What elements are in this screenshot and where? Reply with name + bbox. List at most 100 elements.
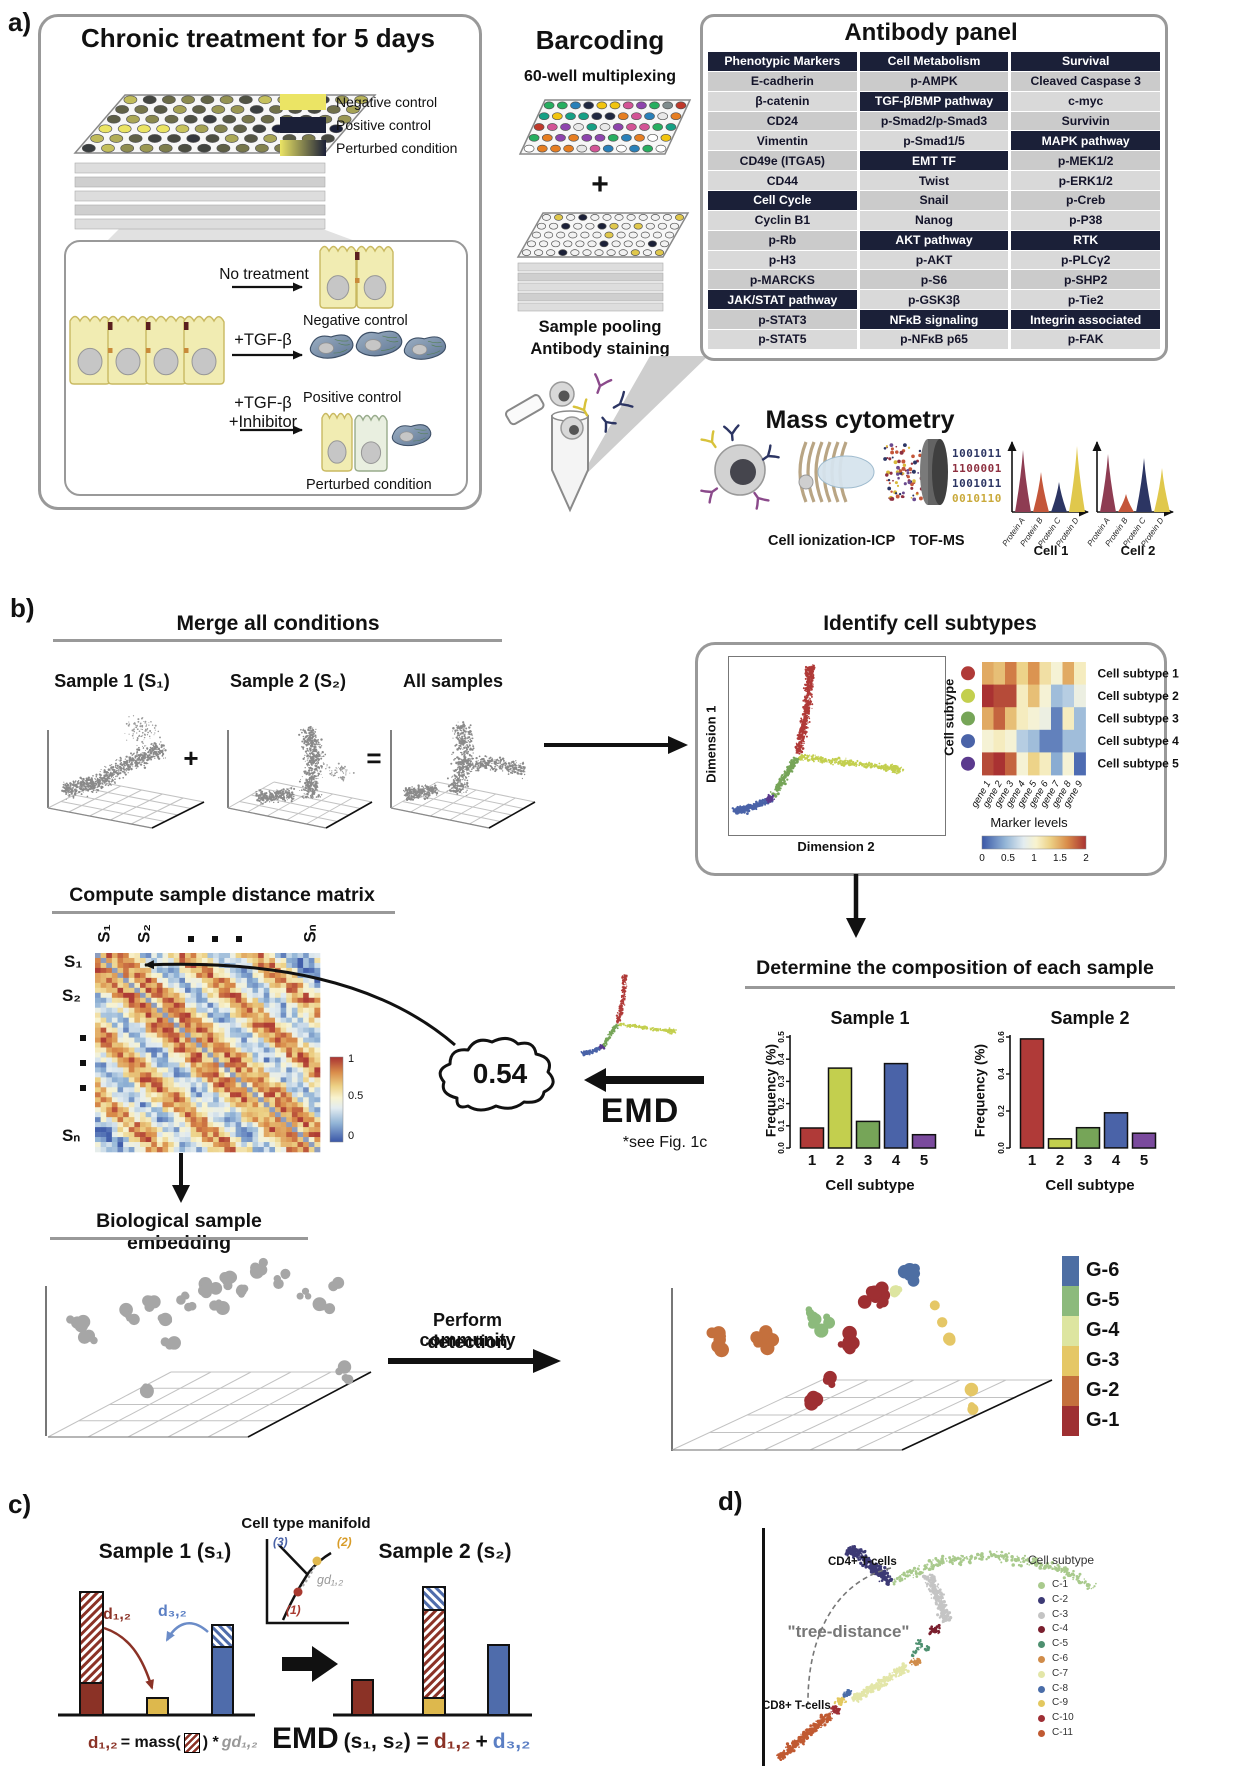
ion-dot: [897, 459, 901, 464]
point: [308, 769, 311, 772]
point: [95, 775, 98, 778]
well: [539, 240, 549, 248]
point: [741, 808, 745, 811]
point: [819, 758, 823, 762]
matrix-cell: [134, 962, 141, 969]
point: [451, 753, 453, 756]
point: [461, 774, 464, 778]
point: [513, 770, 515, 772]
point: [477, 764, 480, 767]
point: [518, 764, 519, 766]
point: [152, 752, 155, 755]
point: [136, 745, 138, 747]
point: [133, 728, 135, 730]
matrix-cell: [111, 957, 118, 964]
heatmap-cell: [982, 662, 994, 685]
matrix-cell: [179, 953, 186, 959]
point: [779, 787, 781, 789]
point: [802, 755, 805, 758]
point: [308, 776, 312, 780]
well: [255, 143, 269, 153]
point: [318, 754, 321, 758]
point: [272, 798, 276, 801]
matrix-cell: [117, 962, 124, 969]
matrix-cell: [190, 957, 197, 964]
point: [806, 683, 808, 686]
heatmap-cell: [1062, 729, 1075, 753]
point: [310, 731, 313, 734]
point: [428, 794, 431, 797]
all-samples-scatter3d: [390, 721, 536, 829]
point: [518, 768, 520, 771]
point: [796, 762, 798, 764]
point: [341, 770, 343, 772]
point: [65, 793, 67, 796]
matrix-cell: [286, 953, 293, 959]
mass-peak: [1015, 450, 1031, 512]
well: [235, 143, 250, 153]
panel-b-label: b): [10, 593, 35, 623]
well: [664, 231, 675, 239]
point: [94, 782, 96, 785]
point: [150, 758, 153, 761]
point: [484, 762, 486, 765]
point: [507, 773, 510, 775]
point: [315, 741, 317, 743]
point: [472, 735, 473, 737]
point: [418, 793, 420, 795]
point: [425, 795, 427, 797]
sample-tube-illustration: [505, 373, 634, 513]
subtype-row-label: Cell subtype 3: [1098, 712, 1180, 726]
point: [465, 776, 468, 779]
well: [533, 123, 545, 131]
point: [309, 784, 313, 788]
point: [89, 788, 92, 790]
point: [814, 759, 816, 761]
point: [317, 766, 320, 769]
point: [464, 733, 466, 735]
point: [809, 685, 812, 687]
point: [87, 784, 90, 786]
point: [306, 747, 309, 750]
point: [138, 749, 140, 751]
point: [404, 791, 406, 793]
plate-slab: [517, 262, 664, 272]
point: [154, 748, 157, 750]
point: [323, 763, 325, 765]
point: [497, 762, 499, 765]
point: [270, 799, 273, 802]
matrix-cell: [173, 977, 180, 984]
matrix-cell: [275, 977, 281, 984]
well: [175, 124, 190, 134]
point: [519, 763, 521, 765]
well: [521, 249, 532, 256]
point: [111, 768, 114, 771]
well: [106, 114, 121, 124]
heatmap-cell: [1062, 684, 1075, 708]
point: [451, 786, 453, 788]
point: [276, 789, 278, 791]
point: [143, 764, 145, 767]
matrix-cell: [308, 962, 315, 969]
antibody-icon: [753, 491, 770, 510]
matrix-cell: [314, 962, 321, 969]
point: [881, 765, 884, 768]
tgfb-inhibitor-label-1: +TGF-β: [234, 394, 292, 412]
well: [631, 112, 642, 121]
matrix-cell: [151, 972, 158, 979]
point: [824, 757, 827, 761]
point: [791, 758, 793, 761]
point: [780, 775, 782, 777]
well: [90, 134, 104, 143]
point: [405, 797, 408, 800]
matrix-cell: [308, 953, 315, 959]
funnel-shade: [578, 356, 708, 482]
point: [281, 797, 284, 801]
point: [141, 724, 144, 727]
point: [467, 767, 470, 769]
heatmap-cell: [1016, 684, 1029, 708]
point: [855, 765, 857, 768]
matrix-side-dot: [80, 1035, 86, 1041]
matrix-cell: [185, 972, 191, 979]
well: [640, 231, 650, 239]
